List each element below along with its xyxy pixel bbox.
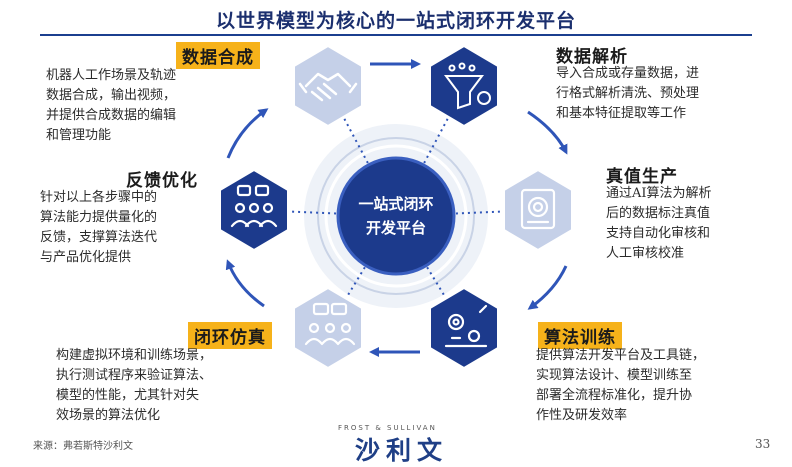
hexagon-data-parsing <box>429 44 499 128</box>
desc-line: 执行测试程序来验证算法、 <box>56 368 213 383</box>
simulation-team-icon <box>304 302 356 346</box>
desc-line: 算法能力提供量化的 <box>40 210 158 225</box>
desc-line: 效场景的算法优化 <box>56 408 161 423</box>
label-algorithm-training: 算法训练 <box>538 322 622 349</box>
hexagon-closed-loop-simulation <box>293 286 363 370</box>
desc-line: 构建虚拟环境和训练场景， <box>56 348 213 363</box>
arrow-feedback-to-synthesis <box>226 108 269 159</box>
label-data-parsing: 数据解析 <box>556 47 628 67</box>
desc-algorithm-training: 提供算法开发平台及工具链， 实现算法设计、模型训练至 部署全流程标准化，提升协 … <box>536 346 705 426</box>
desc-line: 反馈，支撑算法迭代 <box>40 230 158 245</box>
desc-line: 和基本特征提取等工作 <box>556 106 687 121</box>
desc-line: 导入合成或存量数据，进 <box>556 66 700 81</box>
desc-line: 并提供合成数据的编辑 <box>46 108 177 123</box>
arrow-parsing-to-truth <box>527 110 568 155</box>
title-underline <box>40 34 752 36</box>
center-line1: 一站式闭环 <box>358 195 433 213</box>
desc-line: 和管理功能 <box>46 128 112 143</box>
desc-line: 通过AI算法为解析 <box>606 186 712 201</box>
desc-line: 部署全流程标准化，提升协 <box>536 388 693 403</box>
page-number: 33 <box>755 437 771 451</box>
handshake-icon <box>298 72 358 102</box>
desc-truth-production: 通过AI算法为解析 后的数据标注真值 支持自动化审核和 人工审核校准 <box>606 184 712 264</box>
desc-feedback-optimization: 针对以上各步骤中的 算法能力提供量化的 反馈，支撑算法迭代 与产品优化提供 <box>40 188 157 268</box>
funnel-icon <box>444 62 491 110</box>
desc-line: 行格式解析清洗、预处理 <box>556 86 700 101</box>
desc-line: 人工审核校准 <box>606 246 685 261</box>
feedback-team-icon <box>230 184 278 228</box>
hexagon-data-synthesis <box>293 44 363 128</box>
desc-line: 作性及研发效率 <box>536 408 628 423</box>
target-document-icon <box>520 188 556 230</box>
source-note: 来源：弗若斯特沙利文 <box>33 441 133 452</box>
brand-logo-en: FROST & SULLIVAN <box>338 424 437 432</box>
label-truth-production: 真值生产 <box>606 167 678 187</box>
desc-line: 提供算法开发平台及工具链， <box>536 348 706 363</box>
gears-icon <box>444 304 488 348</box>
desc-line: 机器人工作场景及轨迹 <box>46 68 177 83</box>
center-mid-ring <box>317 137 475 295</box>
desc-line: 后的数据标注真值 <box>606 206 711 221</box>
desc-closed-loop-simulation: 构建虚拟环境和训练场景， 执行测试程序来验证算法、 模型的性能，尤其针对失 效场… <box>56 346 212 426</box>
desc-line: 支持自动化审核和 <box>606 226 711 241</box>
desc-line: 模型的性能，尤其针对失 <box>56 388 200 403</box>
desc-data-parsing: 导入合成或存量数据，进 行格式解析清洗、预处理 和基本特征提取等工作 <box>556 64 699 124</box>
center-circle <box>336 156 456 276</box>
label-feedback-optimization: 反馈优化 <box>126 171 198 191</box>
desc-data-synthesis: 机器人工作场景及轨迹 数据合成，输出视频， 并提供合成数据的编辑 和管理功能 <box>46 66 176 146</box>
label-data-synthesis: 数据合成 <box>176 42 260 69</box>
hexagon-algorithm-training <box>429 286 499 370</box>
arrow-simulation-to-feedback <box>225 259 265 308</box>
desc-line: 与产品优化提供 <box>40 250 132 265</box>
center-inner-ring <box>324 144 468 288</box>
desc-line: 针对以上各步骤中的 <box>40 190 158 205</box>
hexagon-feedback-optimization <box>219 168 289 252</box>
desc-line: 数据合成，输出视频， <box>46 88 177 103</box>
center-line2: 开发平台 <box>366 219 426 237</box>
brand-logo-cn: 沙利文 <box>355 436 449 465</box>
arrow-truth-to-training <box>527 265 568 310</box>
label-closed-loop-simulation: 闭环仿真 <box>188 322 272 349</box>
page-title: 以世界模型为核心的一站式闭环开发平台 <box>215 10 576 32</box>
desc-line: 实现算法设计、模型训练至 <box>536 368 693 383</box>
hexagon-truth-production <box>503 168 573 252</box>
